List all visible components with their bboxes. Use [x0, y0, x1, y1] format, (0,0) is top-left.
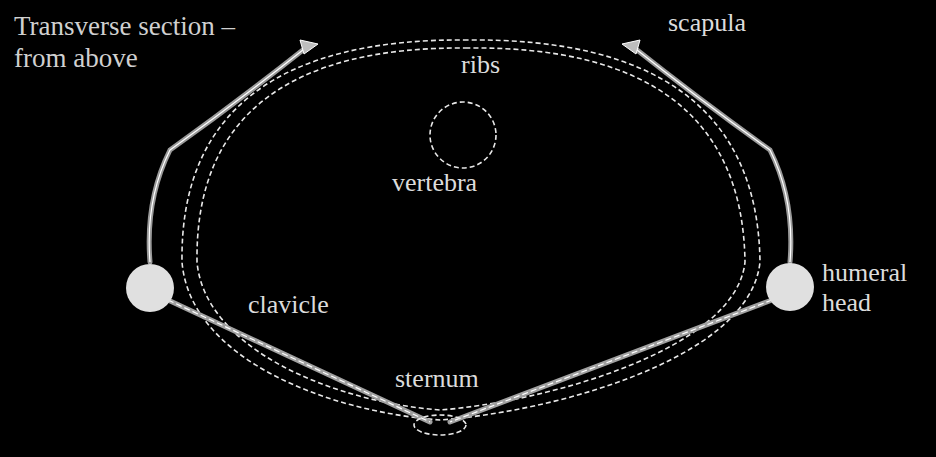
part-label: humeral head [822, 258, 922, 318]
vertebra-outline [430, 102, 496, 168]
part-label: scapula [668, 8, 746, 38]
scapula-highlights [149, 46, 791, 262]
part-label: vertebra [392, 168, 477, 198]
humeral-head-circle [126, 264, 174, 312]
part-label: sternum [395, 364, 479, 394]
sternum-outline [414, 415, 466, 435]
part-label: clavicle [248, 290, 329, 320]
humeral-head-circle [766, 263, 814, 311]
part-label: ribs [461, 50, 500, 80]
scapula-lines [149, 46, 791, 262]
diagram-title: Transverse section – from above [14, 10, 279, 74]
ribs-outline [182, 40, 760, 420]
